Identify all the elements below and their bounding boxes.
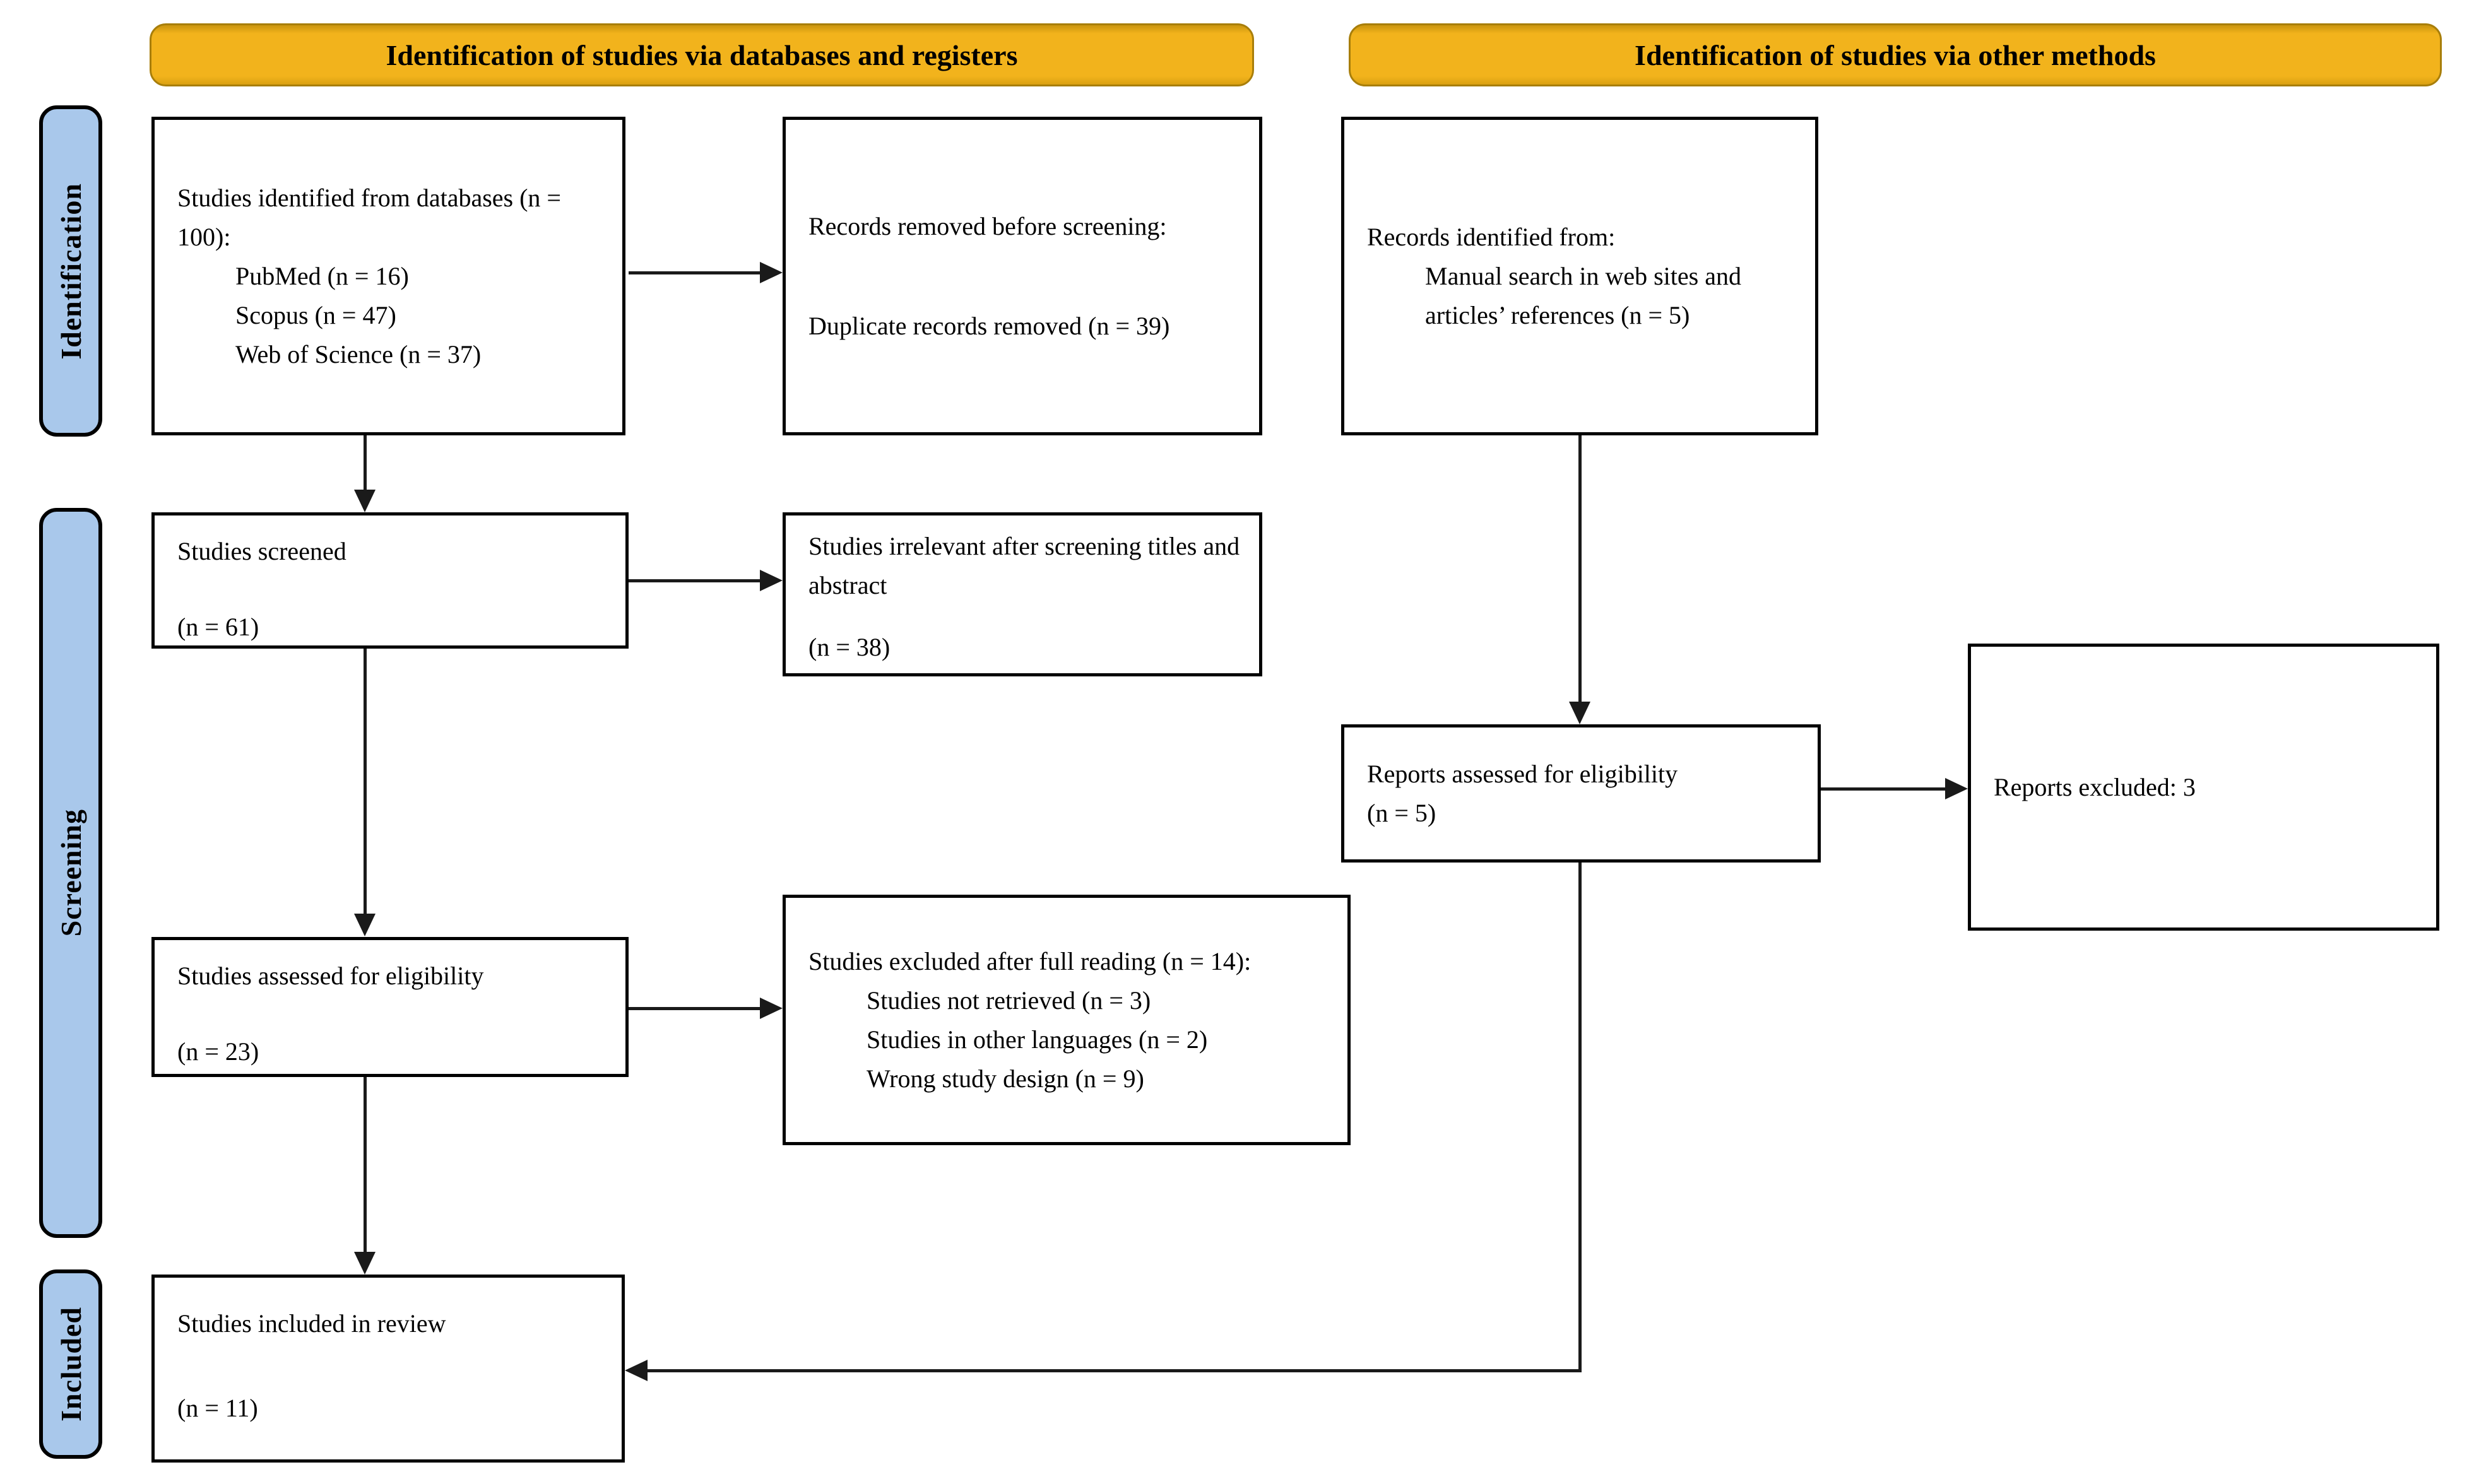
arrow-reports-to-included-horizontal-line bbox=[648, 1369, 1582, 1372]
arrow-other-to-reports-assessed-line bbox=[1578, 435, 1582, 702]
box-records-identified-other: Records identified from: Manual search i… bbox=[1341, 117, 1818, 435]
header-other-methods-label: Identification of studies via other meth… bbox=[1635, 38, 2156, 71]
text-line: Manual search in web sites and articles’… bbox=[1425, 261, 1741, 329]
text-line: (n = 11) bbox=[177, 1394, 258, 1422]
text-line: Scopus (n = 47) bbox=[235, 300, 396, 329]
arrow-assessed-to-excluded-head bbox=[760, 998, 783, 1019]
header-databases-registers-label: Identification of studies via databases … bbox=[386, 38, 1018, 71]
text-line: Web of Science (n = 37) bbox=[235, 339, 482, 368]
arrow-reports-to-included-head bbox=[625, 1360, 648, 1381]
header-other-methods: Identification of studies via other meth… bbox=[1349, 23, 2442, 86]
text-line: Studies identified from databases (n = 1… bbox=[177, 183, 561, 251]
arrow-identified-to-removed-head bbox=[760, 262, 783, 283]
text-line: Records identified from: bbox=[1367, 222, 1616, 251]
text-line: Reports assessed for eligibility bbox=[1367, 759, 1678, 788]
text-line: Studies irrelevant after screening title… bbox=[808, 532, 1240, 599]
arrow-other-to-reports-assessed-head bbox=[1569, 702, 1590, 724]
text-line: Studies assessed for eligibility bbox=[177, 962, 484, 990]
text-line: Records removed before screening: bbox=[808, 211, 1167, 240]
arrow-identified-to-screened-head bbox=[354, 490, 376, 512]
arrow-screened-to-irrelevant-line bbox=[629, 579, 761, 582]
text-line: Reports excluded: 3 bbox=[1994, 772, 2196, 801]
arrow-assessed-to-included-head bbox=[354, 1252, 376, 1275]
box-studies-identified-databases: Studies identified from databases (n = 1… bbox=[151, 117, 625, 435]
text-line: (n = 5) bbox=[1367, 798, 1436, 827]
stage-screening-label: Screening bbox=[54, 809, 87, 937]
text-line: Duplicate records removed (n = 39) bbox=[808, 311, 1170, 340]
text-line: Studies screened bbox=[177, 537, 346, 565]
text-line: (n = 61) bbox=[177, 613, 259, 641]
header-databases-registers: Identification of studies via databases … bbox=[150, 23, 1254, 86]
arrow-reports-to-included-vertical-line bbox=[1578, 863, 1582, 1372]
box-reports-assessed: Reports assessed for eligibility (n = 5) bbox=[1341, 724, 1821, 863]
text-line: PubMed (n = 16) bbox=[235, 261, 409, 290]
text-line: Studies in other languages (n = 2) bbox=[867, 1025, 1208, 1054]
text-line: Wrong study design (n = 9) bbox=[867, 1064, 1144, 1093]
box-records-removed: Records removed before screening: Duplic… bbox=[783, 117, 1262, 435]
text-line: (n = 23) bbox=[177, 1037, 259, 1066]
box-reports-excluded: Reports excluded: 3 bbox=[1968, 644, 2439, 931]
text-line: Studies excluded after full reading (n =… bbox=[808, 946, 1252, 975]
arrow-screened-to-assessed-line bbox=[364, 649, 367, 914]
arrow-screened-to-irrelevant-head bbox=[760, 570, 783, 591]
arrow-reports-assessed-to-excluded-head bbox=[1945, 778, 1968, 799]
box-studies-excluded-full-reading: Studies excluded after full reading (n =… bbox=[783, 895, 1351, 1145]
text-line: Studies included in review bbox=[177, 1309, 446, 1338]
arrow-screened-to-assessed-head bbox=[354, 914, 376, 936]
stage-screening: Screening bbox=[39, 508, 102, 1238]
box-studies-included: Studies included in review (n = 11) bbox=[151, 1275, 625, 1463]
stage-identification-label: Identification bbox=[54, 182, 87, 360]
box-studies-irrelevant: Studies irrelevant after screening title… bbox=[783, 512, 1262, 676]
text-line: Studies not retrieved (n = 3) bbox=[867, 986, 1151, 1015]
arrow-assessed-to-excluded-line bbox=[629, 1007, 761, 1010]
stage-included-label: Included bbox=[54, 1307, 87, 1422]
arrow-identified-to-screened-line bbox=[364, 435, 367, 491]
text-line: (n = 38) bbox=[808, 633, 891, 661]
arrow-reports-assessed-to-excluded-line bbox=[1821, 787, 1946, 791]
box-studies-screened: Studies screened (n = 61) bbox=[151, 512, 629, 649]
stage-included: Included bbox=[39, 1269, 102, 1459]
stage-identification: Identification bbox=[39, 105, 102, 437]
arrow-identified-to-removed-line bbox=[629, 271, 761, 274]
box-studies-assessed: Studies assessed for eligibility (n = 23… bbox=[151, 937, 629, 1077]
arrow-assessed-to-included-line bbox=[364, 1077, 367, 1252]
